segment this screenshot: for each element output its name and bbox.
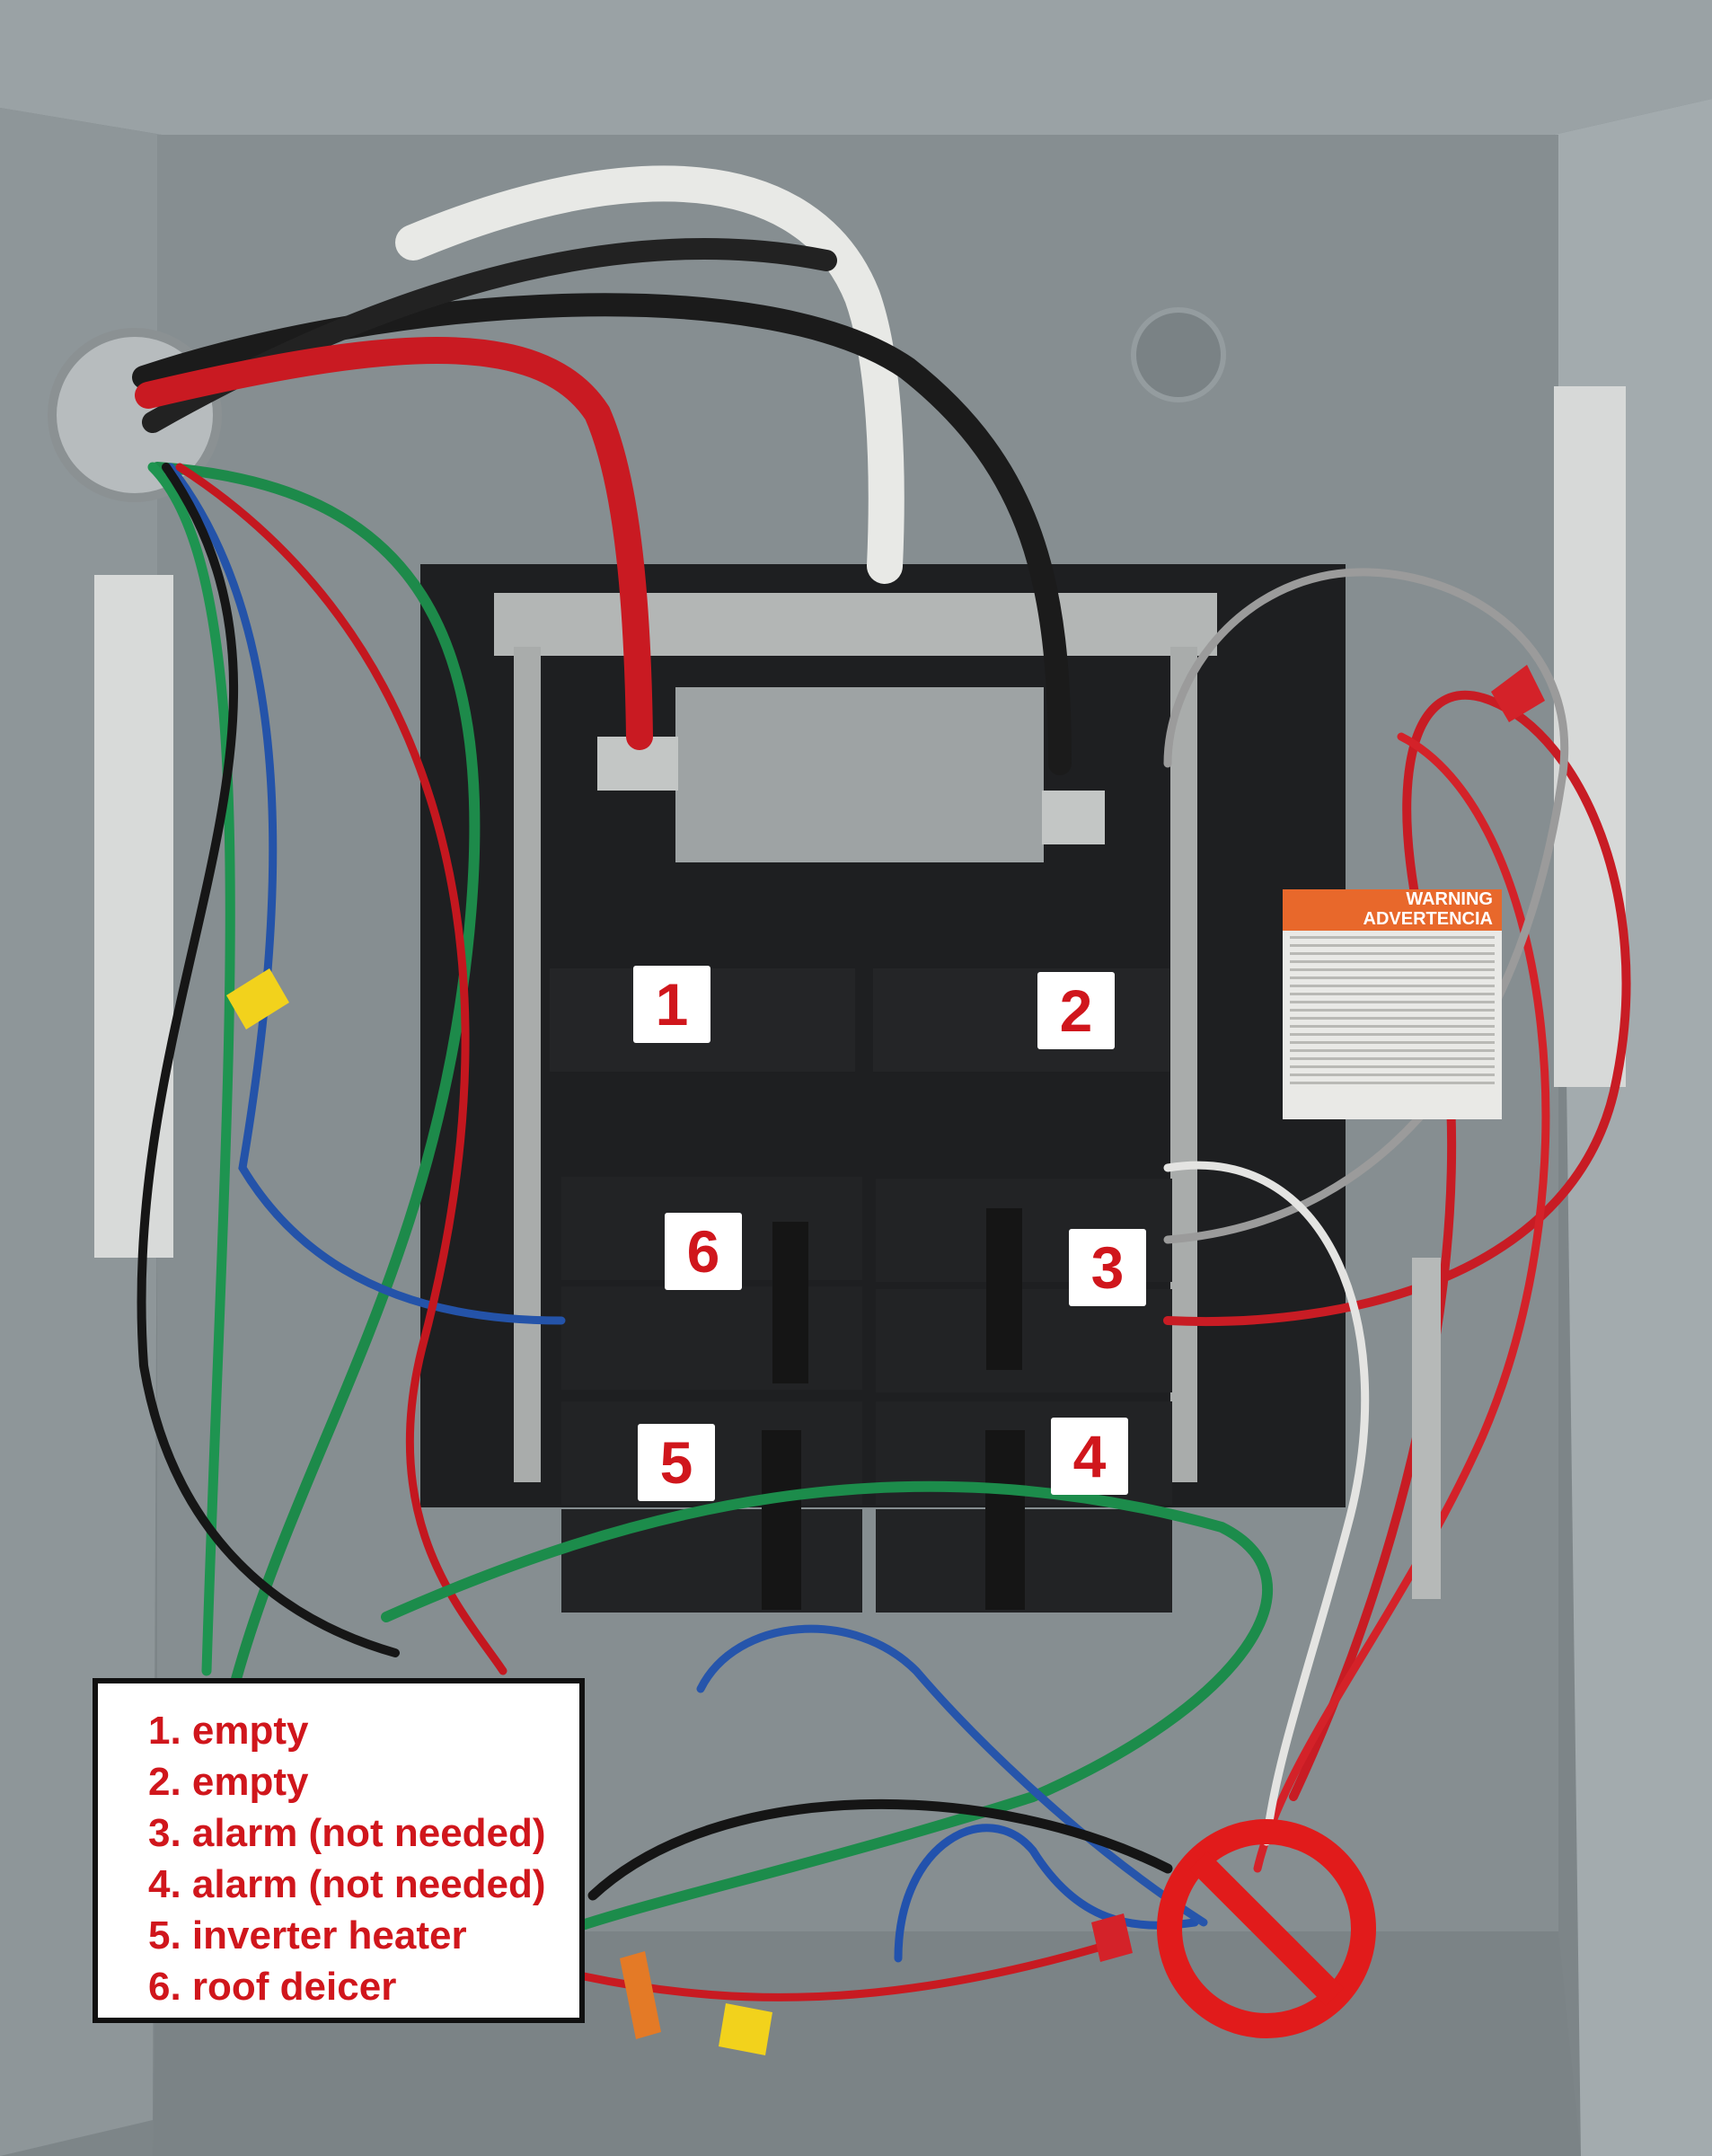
breaker-label-6: 6 xyxy=(665,1213,742,1290)
red-feeder-wire xyxy=(135,337,653,750)
breaker-6b xyxy=(561,1286,862,1390)
bus-bar-right xyxy=(1170,647,1197,1482)
no-symbol-icon xyxy=(1157,1819,1376,2038)
main-lug-right xyxy=(1042,791,1105,844)
orange-wire-nut xyxy=(620,1951,661,2039)
blue-bottom-wire-2 xyxy=(696,1624,1208,1927)
legend-item: 4. alarm (not needed) xyxy=(148,1862,546,1906)
yellow-wire-nut xyxy=(719,2003,772,2055)
yellow-wire-nut xyxy=(226,968,289,1029)
breaker-2 xyxy=(873,968,1169,1072)
black-branch-wire xyxy=(137,463,400,1657)
legend-item: 3. alarm (not needed) xyxy=(148,1811,546,1855)
legend-item: 1. empty xyxy=(148,1709,309,1753)
warning-sign-line: ADVERTENCIA xyxy=(1363,909,1493,929)
blue-wire xyxy=(166,463,566,1325)
black-bottom-wire xyxy=(587,1798,1173,1901)
red-branch-wire xyxy=(175,463,507,1675)
breaker-5b xyxy=(561,1509,862,1613)
neutral-bar xyxy=(1412,1258,1441,1599)
breaker-label-4: 4 xyxy=(1051,1418,1128,1495)
warning-sign-body xyxy=(1283,931,1502,1119)
legend-item: 2. empty xyxy=(148,1760,309,1804)
green-ground-wire xyxy=(152,462,481,1694)
warning-sign-header: WARNING ADVERTENCIA xyxy=(1283,889,1502,931)
green-ground-wire-2 xyxy=(147,462,235,1676)
breaker-3b xyxy=(876,1289,1172,1392)
breaker-label-5: 5 xyxy=(638,1424,715,1501)
red-wire-nut xyxy=(1091,1913,1133,1962)
red-right-wire-2 xyxy=(1253,732,1550,1873)
legend-list: 1. empty 2. empty 3. alarm (not needed) … xyxy=(148,1705,579,2012)
wiring xyxy=(132,165,1631,2001)
left-label-sticker xyxy=(94,575,173,1258)
white-right-wire xyxy=(1163,1161,1370,1846)
warning-sign-line: WARNING xyxy=(1406,889,1493,909)
legend-item: 6. roof deicer xyxy=(148,1965,397,2009)
blue-bottom-wire xyxy=(894,1824,1199,1963)
breaker-handle xyxy=(762,1430,801,1610)
breaker-legend: 1. empty 2. empty 3. alarm (not needed) … xyxy=(93,1678,585,2023)
knockout xyxy=(1131,307,1226,402)
breaker-label-2: 2 xyxy=(1037,972,1115,1049)
red-bottom-wire xyxy=(579,1936,1127,2001)
gray-right-wire xyxy=(1163,568,1569,1244)
red-wire-nut xyxy=(1491,665,1545,722)
green-bottom-wire xyxy=(381,1480,1274,1946)
breaker-handle xyxy=(986,1208,1022,1370)
breaker-handle xyxy=(772,1222,808,1383)
breaker-label-1: 1 xyxy=(633,966,710,1043)
bus-bar-left xyxy=(514,647,541,1482)
white-conduit-wire xyxy=(395,165,905,584)
bus-bar-top xyxy=(494,593,1217,656)
main-breaker xyxy=(675,687,1044,862)
legend-item: 5. inverter heater xyxy=(148,1913,467,1957)
breaker-label-3: 3 xyxy=(1069,1229,1146,1306)
breaker-handle xyxy=(985,1430,1025,1610)
enclosure-top-lip xyxy=(0,0,1712,135)
